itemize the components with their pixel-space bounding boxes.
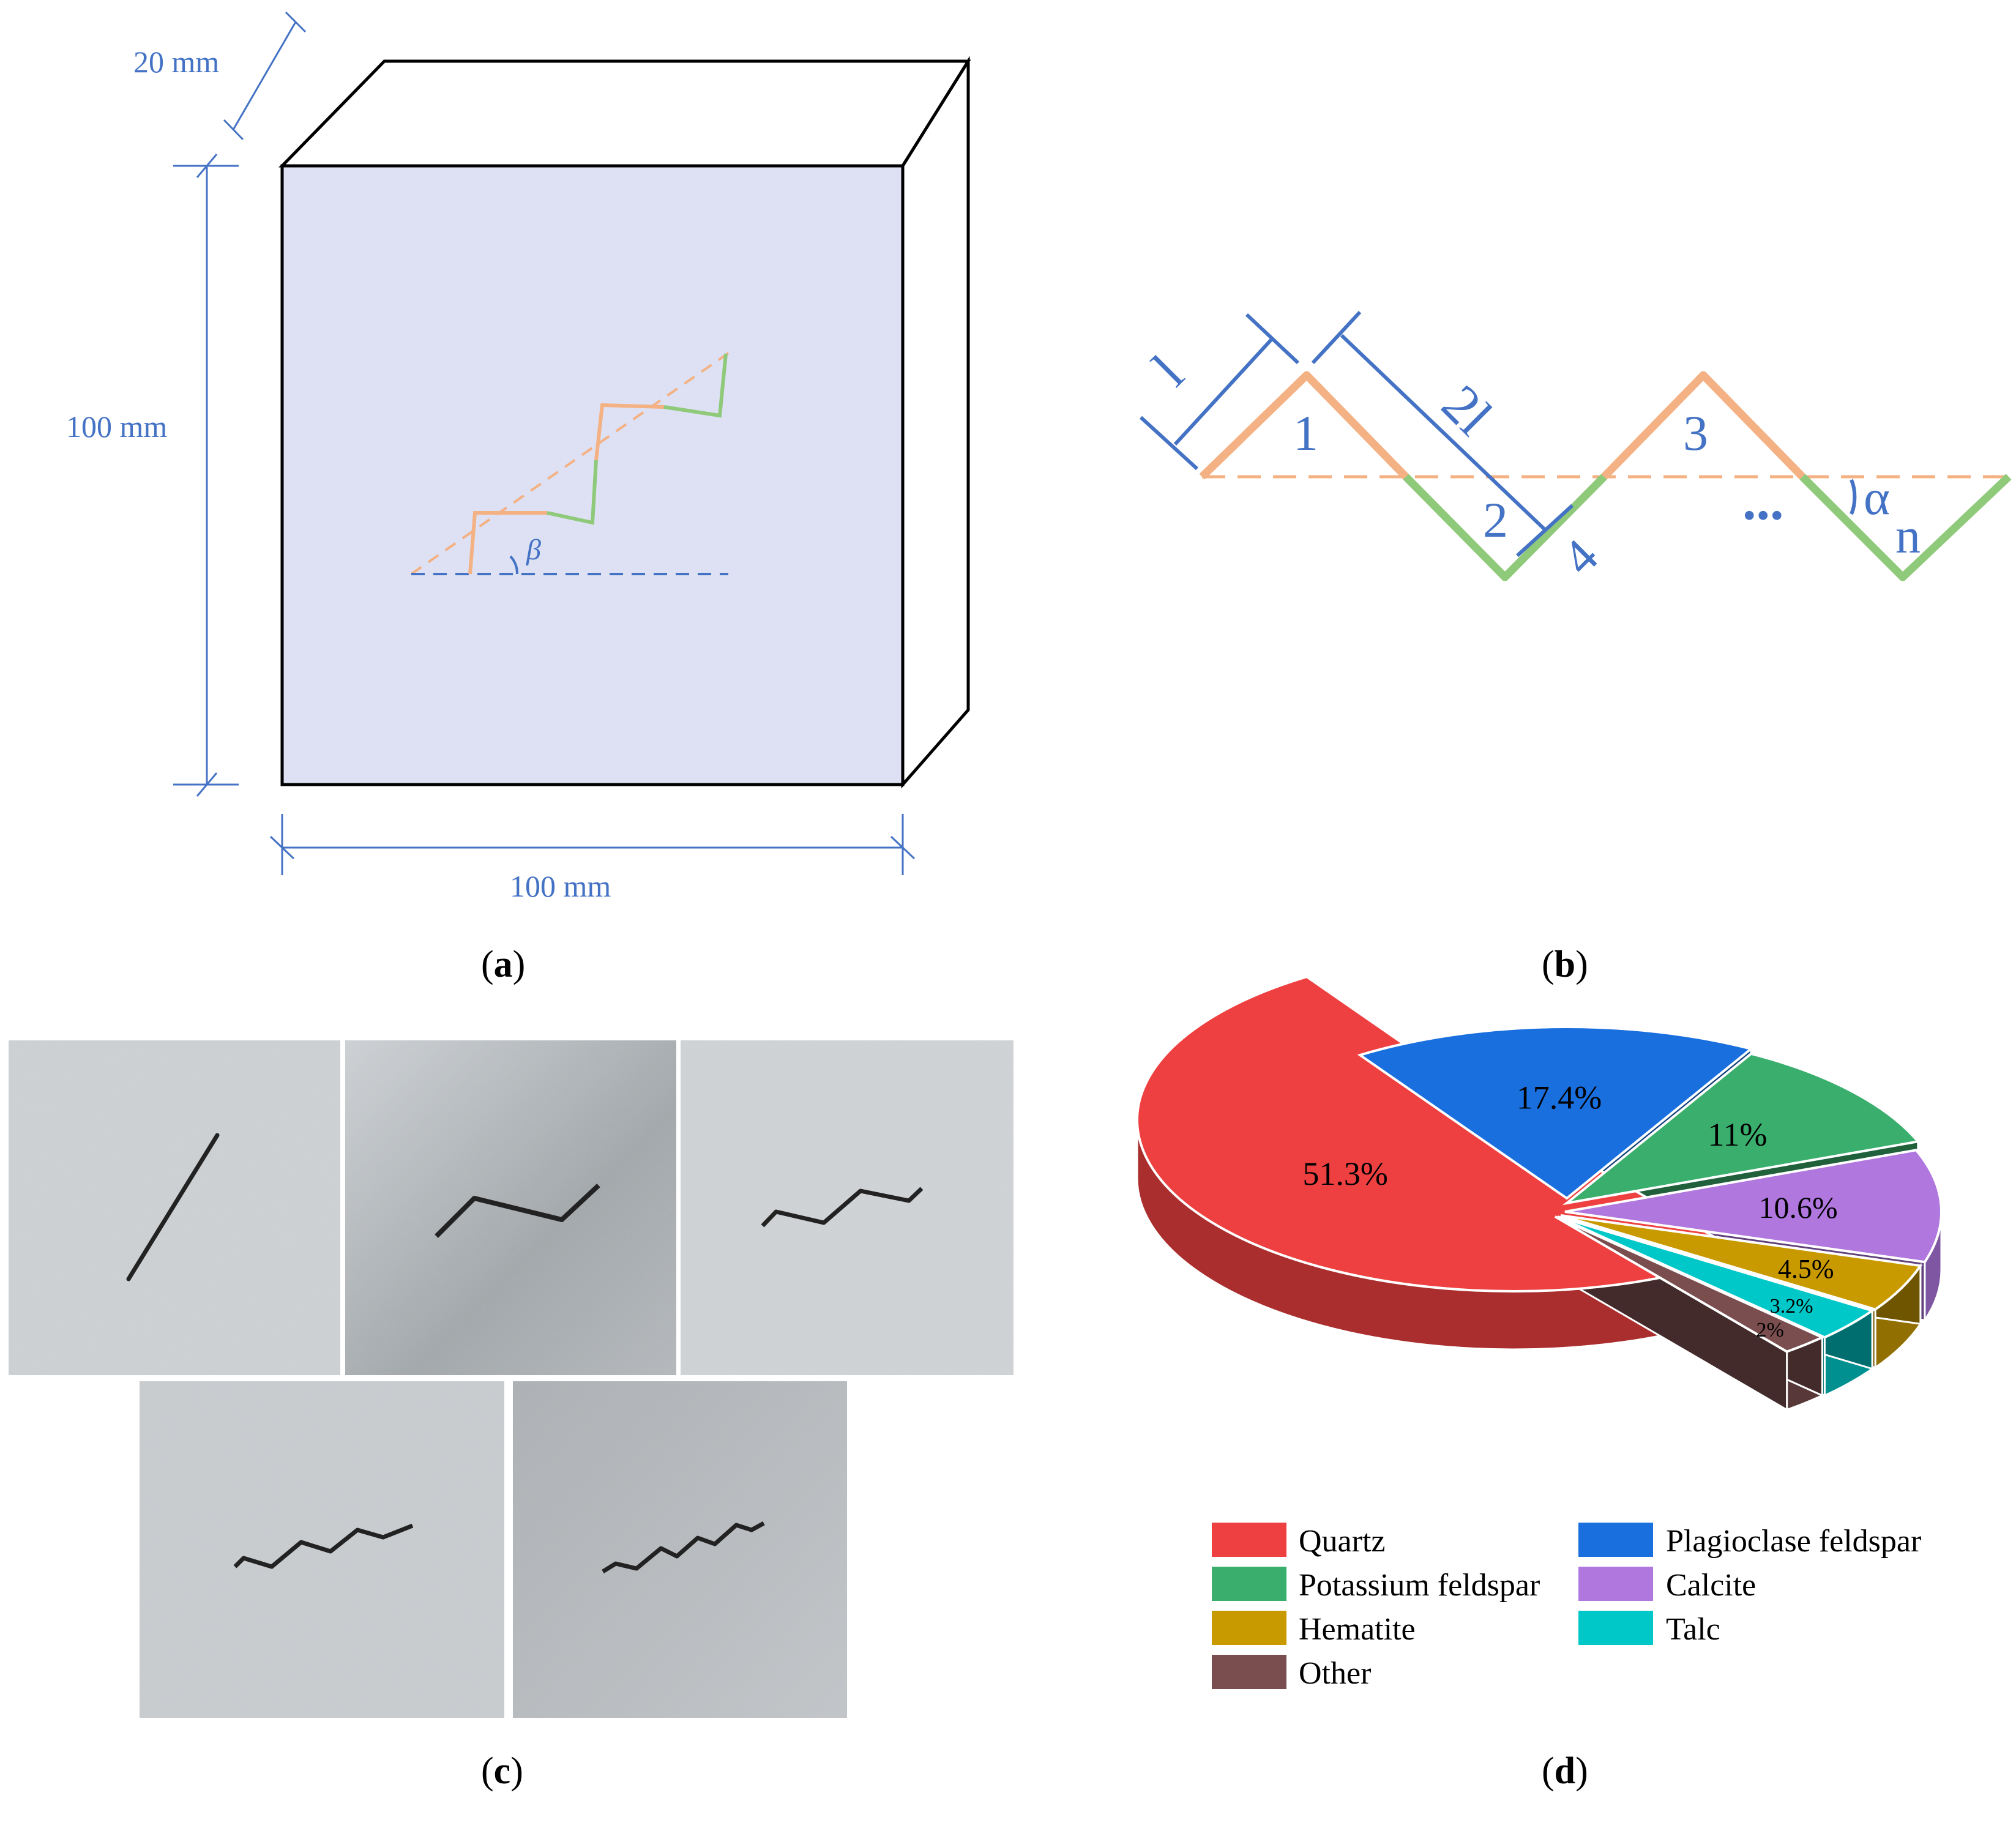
panel-b: l 2l 1 2 3 4 ... n α (b) — [1139, 310, 2012, 985]
panel-a-caption: (a) — [481, 944, 525, 985]
dimension-width — [269, 814, 916, 875]
pie-value-label-calcite: 10.6% — [1758, 1190, 1837, 1225]
crack-green-1 — [547, 460, 598, 525]
photo-4-crack — [233, 1523, 414, 1569]
legend-swatch-potassium-feldspar — [1212, 1567, 1286, 1601]
photo-5-crack — [602, 1521, 765, 1573]
pie-value-label-talc: 3.2% — [1770, 1295, 1813, 1318]
legend-label-talc: Talc — [1666, 1612, 1720, 1647]
segment-label-4: 4 — [1551, 528, 1608, 585]
pie-slice-calcite — [1564, 1149, 1943, 1264]
specimen-photo-3 — [681, 1040, 1014, 1375]
dimension-l-label: l — [1141, 344, 1195, 398]
specimen-photo-2 — [345, 1040, 676, 1375]
alpha-angle-arc — [1850, 479, 1857, 515]
legend-label-plagioclase-feldspar: Plagioclase feldspar — [1666, 1524, 1921, 1559]
pie-slice-potassium-feldspar — [1562, 1052, 1921, 1206]
zigzag-orange-2 — [1601, 371, 1805, 480]
panel-d: 51.3% 17.4% 11% 10.6% 4.5% 3.2%2% Quartz Plag… — [1135, 975, 1943, 1792]
ellipsis-label: ... — [1742, 471, 1784, 531]
segment-label-3: 3 — [1683, 405, 1708, 461]
panel-d-caption: (d) — [1542, 1750, 1588, 1792]
pie-slice-plagioclase-feldspar — [1357, 1026, 1754, 1200]
specimen-front-face — [280, 164, 905, 786]
pie-value-label-other: 2% — [1756, 1319, 1783, 1341]
zigzag-green-2 — [1799, 474, 2012, 581]
width-dimension-label: 100 mm — [510, 869, 611, 903]
dimension-height — [173, 154, 239, 797]
crack-pattern: β — [410, 352, 730, 575]
panel-a: β 20 mm 100 mm 100 mm (a) — [66, 11, 971, 985]
beta-angle-arc — [509, 555, 519, 575]
specimen-photo-1 — [9, 1040, 340, 1375]
pie-slice-other — [1554, 1215, 1826, 1353]
photo-2-crack — [435, 1184, 600, 1238]
segment-label-2: 2 — [1483, 492, 1508, 548]
legend-label-potassium-feldspar: Potassium feldspar — [1299, 1568, 1540, 1603]
specimen-side-face — [901, 56, 970, 789]
legend-swatch-quartz — [1212, 1523, 1286, 1557]
pie-legend: Quartz Plagioclase feldspar Potassium fe… — [1212, 1523, 1921, 1691]
panel-b-caption: (b) — [1542, 944, 1588, 985]
legend-swatch-talc — [1578, 1611, 1653, 1645]
legend-swatch-plagioclase-feldspar — [1578, 1523, 1653, 1557]
legend-label-hematite: Hematite — [1299, 1612, 1416, 1647]
photo-1-crack — [126, 1133, 220, 1281]
legend-label-calcite: Calcite — [1666, 1568, 1756, 1603]
specimen-top-face — [278, 59, 971, 168]
pie-value-label-hematite: 4.5% — [1778, 1254, 1834, 1284]
legend-swatch-hematite — [1212, 1611, 1286, 1645]
zigzag-orange-1 — [1199, 371, 1409, 480]
dimension-depth — [223, 11, 307, 141]
panel-c: (c) — [9, 1040, 1014, 1792]
pie-value-label-quartz: 51.3% — [1302, 1155, 1387, 1192]
segment-label-1: 1 — [1293, 405, 1318, 461]
legend-swatch-other — [1212, 1655, 1286, 1689]
specimen-photo-4 — [140, 1381, 504, 1718]
legend-swatch-calcite — [1578, 1567, 1653, 1601]
dimension-l — [1139, 313, 1300, 471]
zigzag-green-1 — [1403, 474, 1607, 581]
specimen-photo-5 — [513, 1381, 847, 1718]
photo-3-crack — [761, 1187, 924, 1228]
specimen-block — [278, 56, 971, 789]
pie-value-label-potassium-feldspar: 11% — [1708, 1116, 1768, 1153]
depth-dimension-label: 20 mm — [133, 45, 219, 79]
dimension-2l-label: 2l — [1430, 374, 1504, 447]
crack-axis-dashed — [410, 352, 730, 575]
alpha-angle-symbol: α — [1864, 469, 1890, 525]
legend-label-quartz: Quartz — [1299, 1524, 1385, 1559]
pie-value-label-plagioclase-feldspar: 17.4% — [1517, 1080, 1602, 1116]
height-dimension-label: 100 mm — [66, 409, 167, 444]
pie-slice-hematite — [1560, 1214, 1923, 1311]
mineral-pie-chart: 51.3% 17.4% 11% 10.6% 4.5% 3.2%2% — [1135, 975, 1943, 1412]
panel-c-caption: (c) — [481, 1750, 523, 1792]
crack-orange-1 — [468, 511, 547, 575]
crack-green-2 — [663, 353, 728, 418]
dimension-2l — [1311, 310, 1574, 558]
legend-label-other: Other — [1299, 1656, 1371, 1691]
segment-label-n: n — [1895, 508, 1921, 564]
crack-orange-2 — [594, 403, 665, 461]
beta-angle-symbol: β — [526, 534, 541, 566]
